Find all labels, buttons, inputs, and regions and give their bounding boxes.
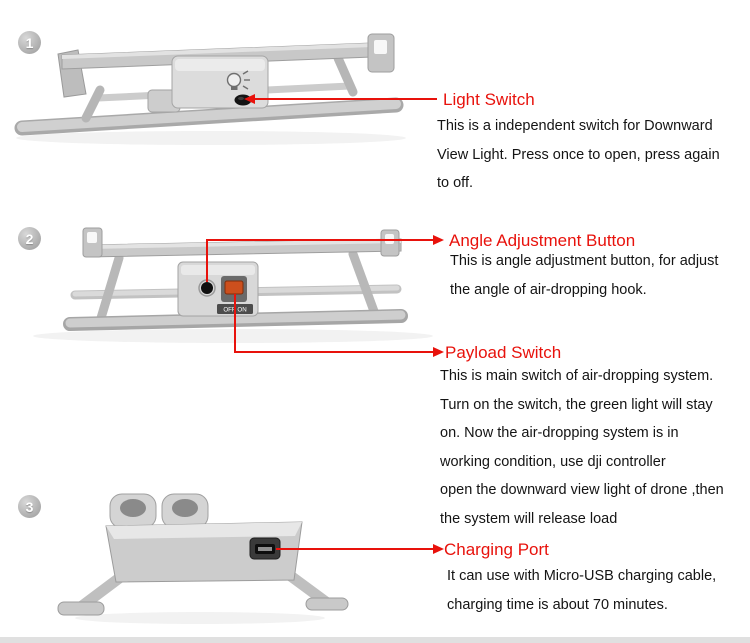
device-illustration-2: OFF ON: [33, 227, 433, 343]
right-clamp-opening: [172, 499, 198, 517]
angle-button-pointer-line: [206, 240, 208, 282]
control-module-housing: [177, 261, 259, 317]
angle-adjustment-button-label: Angle Adjustment Button: [449, 231, 636, 250]
angle-adjustment-button: [201, 282, 213, 294]
section-number: 1: [25, 34, 34, 51]
device-photo-top-angled-view: [6, 24, 438, 150]
arrowhead-to-light-switch: [244, 94, 255, 104]
left-leg: [96, 253, 124, 323]
payload-switch-callout-line: [234, 351, 433, 353]
payload-switch-pointer-line: [234, 294, 236, 352]
light-switch-highlight: [238, 96, 244, 101]
arrowhead-to-payload-label: [433, 347, 444, 357]
charging-port-label: Charging Port: [444, 540, 549, 559]
charging-port-contact: [258, 547, 272, 551]
light-switch-callout-line: [254, 98, 437, 100]
housing-highlight: [181, 265, 255, 275]
right-leg: [348, 249, 380, 319]
landing-skid-highlight: [17, 99, 401, 132]
right-foot: [305, 597, 349, 611]
ground-shadow: [16, 131, 406, 145]
top-rail-highlight: [62, 43, 372, 59]
device-illustration-1: [14, 33, 406, 145]
right-leg: [333, 53, 358, 97]
device-photo-front-view: OFF ON: [15, 218, 445, 348]
arrowhead-to-charging-label: [433, 544, 444, 554]
light-switch-description: This is a independent switch for Downwar…: [437, 118, 720, 191]
section-number: 2: [25, 230, 34, 247]
section-1-number-badge: 1: [18, 31, 41, 54]
angle-adjustment-description: This is angle adjustment button, for adj…: [450, 253, 719, 298]
section-number: 3: [25, 498, 34, 515]
light-bulb-icon: [226, 70, 250, 90]
angle-button-callout-line: [206, 239, 433, 241]
payload-switch-description: This is main switch of air-dropping syst…: [440, 368, 724, 527]
section-2-number-badge: 2: [18, 227, 41, 250]
bottom-edge: [0, 637, 750, 643]
light-switch-label: Light Switch: [443, 90, 535, 109]
top-rail-highlight: [87, 239, 401, 249]
left-clamp-opening: [120, 499, 146, 517]
housing-highlight: [175, 59, 265, 71]
charging-port-callout-line: [276, 548, 433, 550]
ground-shadow: [75, 612, 325, 624]
section-3-number-badge: 3: [18, 495, 41, 518]
charging-port-description: It can use with Micro-USB charging cable…: [447, 568, 717, 613]
body-top-highlight: [106, 522, 302, 539]
ground-shadow: [33, 329, 433, 343]
left-leg: [81, 85, 105, 123]
device-illustration-3: [57, 493, 349, 624]
left-foot: [57, 601, 105, 616]
payload-switch-label: Payload Switch: [445, 343, 562, 362]
arrowhead-to-angle-label: [433, 235, 444, 245]
payload-switch: [224, 280, 244, 295]
device-photo-bottom-front-view: [50, 478, 350, 628]
mount-hook-notch: [374, 40, 387, 54]
left-hook-notch: [87, 232, 97, 243]
